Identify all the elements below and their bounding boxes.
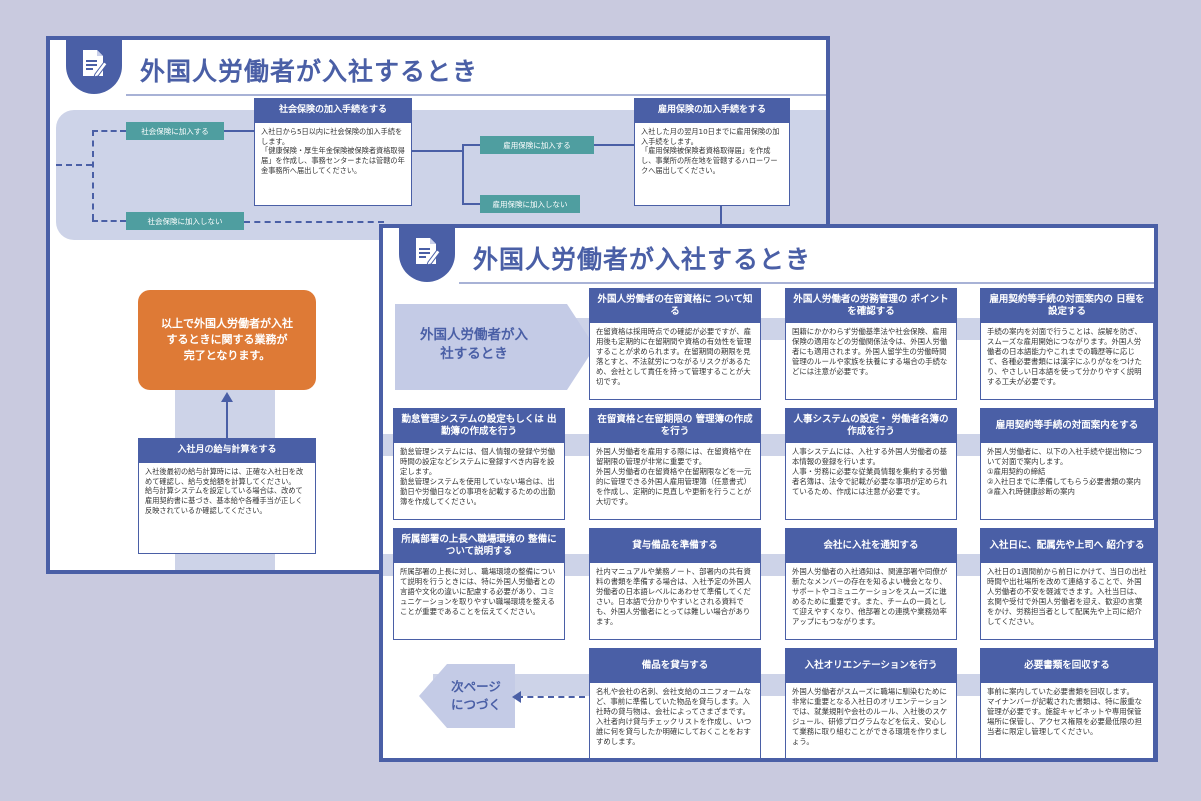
flow-connector — [462, 144, 464, 204]
back-page-title: 外国人労働者が入社するとき — [140, 57, 479, 86]
process-band — [383, 434, 1154, 456]
step-hr-system: 人事システムの設定・ 労働者名簿の作成を行う 人事システムには、入社する外国人労… — [785, 408, 957, 520]
step-workplace-briefing: 所属部署の上長へ職場環境の 整備について説明する 所属部署の上長に対し、職場環境… — [393, 528, 565, 640]
step-title: 必要書類を回収する — [981, 649, 1153, 683]
step-title: 外国人労働者の労務管理の ポイントを確認する — [786, 289, 956, 323]
flow-connector — [462, 203, 480, 205]
step-body: 事前に案内していた必要書類を回収します。 マイナンバーが記載された書類は、特に厳… — [987, 687, 1143, 736]
step-prepare-equipment: 貸与備品を準備する 社内マニュアルや業務ノート、部署内の共有資料の書類を準備する… — [589, 528, 761, 640]
step-title: 貸与備品を準備する — [590, 529, 760, 563]
employment-insurance-node: 雇用保険の加入手続をする 入社した月の翌月10日までに雇用保険の加入手続をします… — [634, 98, 790, 206]
step-title: 会社に入社を通知する — [786, 529, 956, 563]
flow-connector — [92, 130, 94, 220]
step-title: 雇用契約等手続の対面案内をする — [981, 409, 1153, 443]
flow-connector — [56, 164, 92, 166]
document-pen-icon — [66, 40, 122, 94]
tag-employment-insurance-yes: 雇用保険に加入する — [480, 136, 594, 154]
step-body: 人事システムには、入社する外国人労働者の基本情報の登録を行います。 人事・労務に… — [792, 447, 948, 496]
flow-connector — [92, 220, 126, 222]
step-title: 在留資格と在留期限の 管理簿の作成を行う — [590, 409, 760, 443]
node-body: 入社日から5日以内に社会保険の加入手続をします。 「健康保険・厚生年金保険被保険… — [261, 127, 405, 175]
step-title: 入社オリエンテーションを行う — [786, 649, 956, 683]
flow-connector — [412, 150, 462, 152]
header-divider — [459, 282, 1154, 284]
step-body: 外国人労働者に、以下の入社手続や提出物について対面で案内します。 ①雇用契約の締… — [987, 447, 1142, 496]
tag-social-insurance-yes: 社会保険に加入する — [126, 122, 224, 140]
step-labor-management: 外国人労働者の労務管理の ポイントを確認する 国籍にかかわらず労働基準法や社会保… — [785, 288, 957, 400]
arrow-left-icon — [512, 691, 521, 703]
step-residence-ledger: 在留資格と在留期限の 管理簿の作成を行う 外国人労働者を雇用する際には、在留資格… — [589, 408, 761, 520]
step-lend-equipment: 備品を貸与する 名札や会社の名刺、会社支給のユニフォームなど、事前に準備していた… — [589, 648, 761, 758]
social-insurance-node: 社会保険の加入手続をする 入社日から5日以内に社会保険の加入手続をします。 「健… — [254, 98, 412, 206]
front-page-title: 外国人労働者が入社するとき — [473, 245, 812, 274]
flow-connector — [224, 130, 254, 132]
step-body: 社内マニュアルや業務ノート、部署内の共有資料の書類を準備する場合は、入社予定の外… — [596, 567, 752, 626]
step-body: 入社日の1週間前から前日にかけて、当日の出社時間や出社場所を改めて連絡することで… — [987, 567, 1147, 626]
flow-connector — [517, 696, 585, 698]
start-arrow-shape — [395, 304, 595, 390]
step-body: 外国人労働者を雇用する際には、在留資格や在留期限の管理が非常に重要です。 外国人… — [596, 447, 752, 506]
process-band — [383, 554, 1154, 576]
flow-connector — [244, 221, 384, 223]
step-title: 雇用契約等手続の対面案内の 日程を設定する — [981, 289, 1153, 323]
step-body: 勤怠管理システムには、個人情報の登録や労働時間の設定などシステムに登録すべき内容… — [400, 447, 556, 506]
completion-box: 以上で外国人労働者が入社 するときに関する業務が 完了となります。 — [138, 290, 316, 390]
step-title: 人事システムの設定・ 労働者名簿の作成を行う — [786, 409, 956, 443]
step-body: 在留資格は採用時点での確認が必要ですが、雇用後も定期的に在留期間や資格の有効性を… — [596, 327, 752, 386]
step-attendance-system: 勤怠管理システムの設定もしくは 出勤簿の作成を行う 勤怠管理システムには、個人情… — [393, 408, 565, 520]
step-body: 国籍にかかわらず労働基準法や社会保険、雇用保険の適用などの労働関係法令は、外国人… — [792, 327, 948, 376]
step-body: 外国人労働者の入社通知は、関連部署や同僚が新たなメンバーの存在を知るよい機会とな… — [792, 567, 948, 626]
front-page-header: 外国人労働者が入社するとき — [383, 228, 1154, 286]
step-title: 備品を貸与する — [590, 649, 760, 683]
payroll-node: 入社月の給与計算をする 入社後最初の給与計算時には、正確な入社日を改めて確認し、… — [138, 438, 316, 554]
front-page: 外国人労働者が入社するとき 外国人労働者が入 社するとき 次ページ につづく 外… — [379, 224, 1158, 762]
flow-connector — [92, 130, 126, 132]
node-title: 雇用保険の加入手続をする — [635, 99, 789, 123]
step-schedule-briefing: 雇用契約等手続の対面案内の 日程を設定する 手続の案内を対面で行うことは、誤解を… — [980, 288, 1154, 400]
node-body: 入社した月の翌月10日までに雇用保険の加入手続をします。 「雇用保険被保険者資格… — [641, 127, 780, 175]
node-title: 入社月の給与計算をする — [139, 439, 315, 463]
document-pen-icon — [399, 228, 455, 282]
header-divider — [126, 94, 826, 96]
step-notify-company: 会社に入社を通知する 外国人労働者の入社通知は、関連部署や同僚が新たなメンバーの… — [785, 528, 957, 640]
flow-connector — [594, 144, 634, 146]
flow-connector — [462, 144, 480, 146]
back-page-header: 外国人労働者が入社するとき — [50, 40, 826, 98]
step-collect-documents: 必要書類を回収する 事前に案内していた必要書類を回収します。 マイナンバーが記載… — [980, 648, 1154, 758]
start-label: 外国人労働者が入 社するとき — [420, 327, 528, 362]
step-body: 所属部署の上長に対し、職場環境の整備について説明を行うときには、特に外国人労働者… — [400, 567, 556, 616]
step-body: 外国人労働者がスムーズに職場に馴染むために非常に重要となる入社日のオリエンテーシ… — [792, 687, 948, 746]
step-title: 勤怠管理システムの設定もしくは 出勤簿の作成を行う — [394, 409, 564, 443]
node-title: 社会保険の加入手続をする — [255, 99, 411, 123]
step-body: 手続の案内を対面で行うことは、誤解を防ぎ、スムーズな雇用開始につながります。外国… — [987, 327, 1142, 386]
tag-social-insurance-no: 社会保険に加入しない — [126, 212, 244, 230]
step-title: 所属部署の上長へ職場環境の 整備について説明する — [394, 529, 564, 563]
step-introduce-team: 入社日に、配属先や上司へ 紹介する 入社日の1週間前から前日にかけて、当日の出社… — [980, 528, 1154, 640]
node-body: 入社後最初の給与計算時には、正確な入社日を改めて確認し、給与支給額を計算してくだ… — [145, 467, 304, 515]
step-contract-briefing: 雇用契約等手続の対面案内をする 外国人労働者に、以下の入社手続や提出物について対… — [980, 408, 1154, 520]
next-page-label: 次ページ につづく — [450, 679, 501, 712]
step-residence-status: 外国人労働者の在留資格に ついて知る 在留資格は採用時点での確認が必要ですが、雇… — [589, 288, 761, 400]
next-arrow-shape — [419, 664, 515, 728]
arrow-up-icon — [221, 392, 233, 440]
step-title: 外国人労働者の在留資格に ついて知る — [590, 289, 760, 323]
tag-employment-insurance-no: 雇用保険に加入しない — [480, 195, 580, 213]
step-title: 入社日に、配属先や上司へ 紹介する — [981, 529, 1153, 563]
step-orientation: 入社オリエンテーションを行う 外国人労働者がスムーズに職場に馴染むために非常に重… — [785, 648, 957, 758]
step-body: 名札や会社の名刺、会社支給のユニフォームなど、事前に準備していた物品を貸与します… — [596, 687, 752, 746]
